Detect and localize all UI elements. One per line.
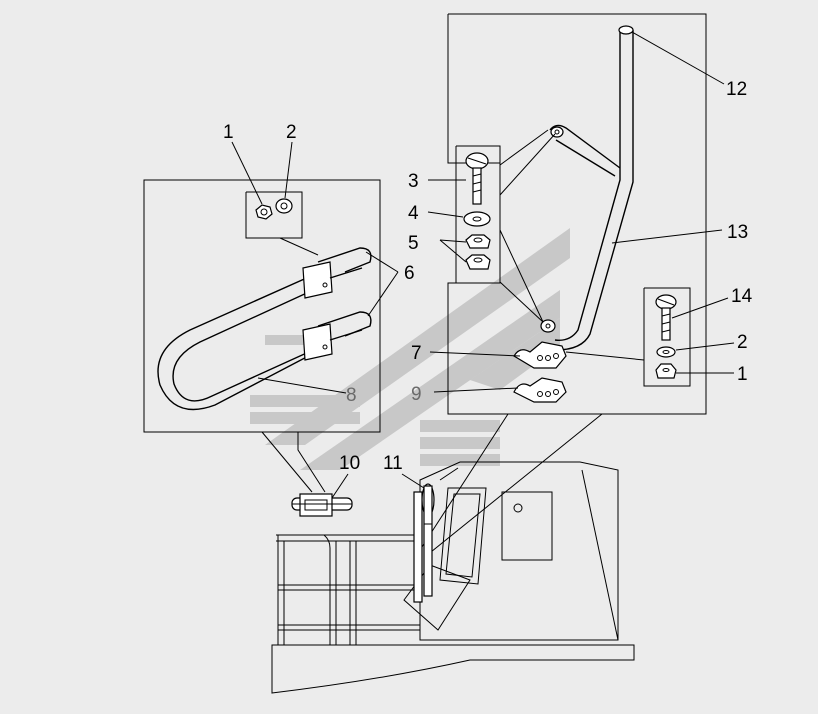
left-detail-frame: [143, 141, 399, 493]
right-detail-frame: [419, 13, 735, 557]
washer-2-part: [275, 198, 293, 214]
nut-1-part: [255, 204, 273, 220]
callout-1a: 1: [223, 122, 234, 143]
bracket-10-part: [291, 493, 353, 517]
railing: [276, 534, 420, 645]
callout-7: 7: [411, 343, 422, 364]
pole-11-part: [413, 483, 435, 603]
nut-5-part: [465, 234, 491, 270]
callouts: 1 2 3 4 5 6 7 8 9 10 11 12 13 14 2 1: [223, 79, 753, 474]
bracket-7-part: [513, 341, 567, 369]
screw-3-part: [465, 152, 489, 205]
machine-cab: [271, 461, 635, 694]
nut-1b-part: [655, 363, 677, 379]
callout-6: 6: [404, 263, 415, 284]
screw-14-part: [655, 294, 677, 341]
callout-3: 3: [408, 171, 419, 192]
callout-13: 13: [727, 222, 748, 243]
callout-14: 14: [731, 286, 753, 307]
washer-4-part: [463, 211, 491, 227]
bracket-9-part: [513, 377, 567, 403]
callout-8: 8: [346, 385, 357, 406]
callout-9: 9: [411, 384, 422, 405]
callout-10: 10: [339, 453, 360, 474]
callout-2a: 2: [286, 122, 297, 143]
callout-12: 12: [726, 79, 747, 100]
callout-2b: 2: [737, 332, 748, 353]
callout-5: 5: [408, 233, 419, 254]
washer-2b-part: [656, 346, 676, 358]
callout-1b: 1: [737, 364, 748, 385]
callout-4: 4: [408, 203, 419, 224]
callout-11: 11: [383, 453, 403, 474]
